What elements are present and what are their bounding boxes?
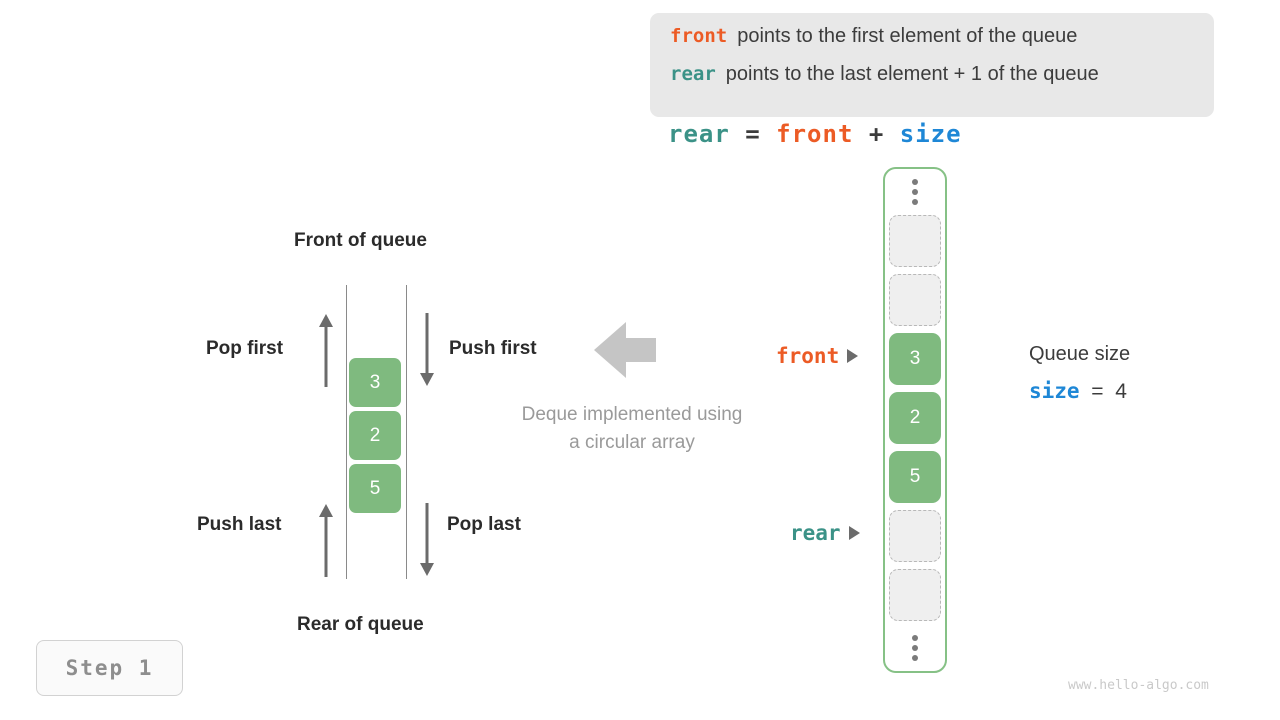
queue-size-title: Queue size: [1029, 343, 1131, 365]
legend-line-front: front points to the first element of the…: [670, 25, 1194, 63]
pointer-rear-label: rear: [790, 521, 841, 545]
array-slot: [889, 215, 941, 267]
legend-text-rear: points to the last element + 1 of the qu…: [725, 63, 1099, 85]
legend-keyword-rear: rear: [670, 63, 716, 85]
array-bottom-ellipsis-icon: [889, 628, 941, 668]
arrow-up-push-last-icon: [315, 503, 337, 577]
array-slot: [889, 274, 941, 326]
deque-rail-left: [346, 285, 347, 579]
front-of-queue-label: Front of queue: [294, 230, 427, 251]
formula-lhs: rear: [668, 120, 730, 148]
push-first-label: Push first: [449, 338, 537, 359]
formula-plus: +: [868, 120, 885, 148]
array-slot: [889, 569, 941, 621]
legend-text-front: points to the first element of the queue: [737, 25, 1078, 47]
array-slot: [889, 510, 941, 562]
pointer-front-label: front: [776, 344, 840, 368]
deque-rail-right: [406, 285, 407, 579]
deque-cell: 3: [349, 358, 401, 407]
queue-size-value: size = 4: [1029, 379, 1127, 404]
caption-line-1: Deque implemented using: [521, 404, 743, 425]
pop-first-label: Pop first: [206, 338, 284, 359]
arrow-up-pop-first-icon: [315, 313, 337, 387]
array-slot: 5: [889, 451, 941, 503]
legend-line-rear: rear points to the last element + 1 of t…: [670, 63, 1194, 101]
array-slot: 3: [889, 333, 941, 385]
diagram-caption: Deque implemented using a circular array: [493, 401, 771, 457]
formula-rear-equals-front-plus-size: rear = front + size: [668, 120, 962, 148]
deque-cell: 5: [349, 464, 401, 513]
watermark: www.hello-algo.com: [1068, 678, 1209, 693]
pointer-front-arrow-icon: [847, 349, 859, 363]
deque-cell: 2: [349, 411, 401, 460]
queue-size-var: size: [1029, 379, 1080, 403]
formula-rhs1: front: [776, 120, 854, 148]
array-slot: 2: [889, 392, 941, 444]
caption-line-2: a circular array: [569, 432, 695, 453]
queue-size-number: 4: [1115, 380, 1127, 403]
step-badge: Step 1: [36, 640, 183, 696]
formula-rhs2: size: [899, 120, 962, 148]
formula-equals: =: [745, 120, 761, 148]
pointer-rear-arrow-icon: [848, 526, 860, 540]
queue-size-equals: =: [1091, 380, 1104, 403]
push-last-label: Push last: [197, 514, 282, 535]
pointer-rear: rear: [790, 521, 860, 545]
arrow-down-pop-last-icon: [416, 503, 438, 577]
pop-last-label: Pop last: [447, 514, 521, 535]
array-top-ellipsis-icon: [889, 172, 941, 212]
legend-box: front points to the first element of the…: [650, 13, 1214, 117]
pointer-front: front: [776, 344, 859, 368]
legend-keyword-front: front: [670, 25, 728, 47]
arrow-down-push-first-icon: [416, 313, 438, 387]
rear-of-queue-label: Rear of queue: [297, 614, 424, 635]
big-left-arrow-icon: [594, 320, 656, 385]
